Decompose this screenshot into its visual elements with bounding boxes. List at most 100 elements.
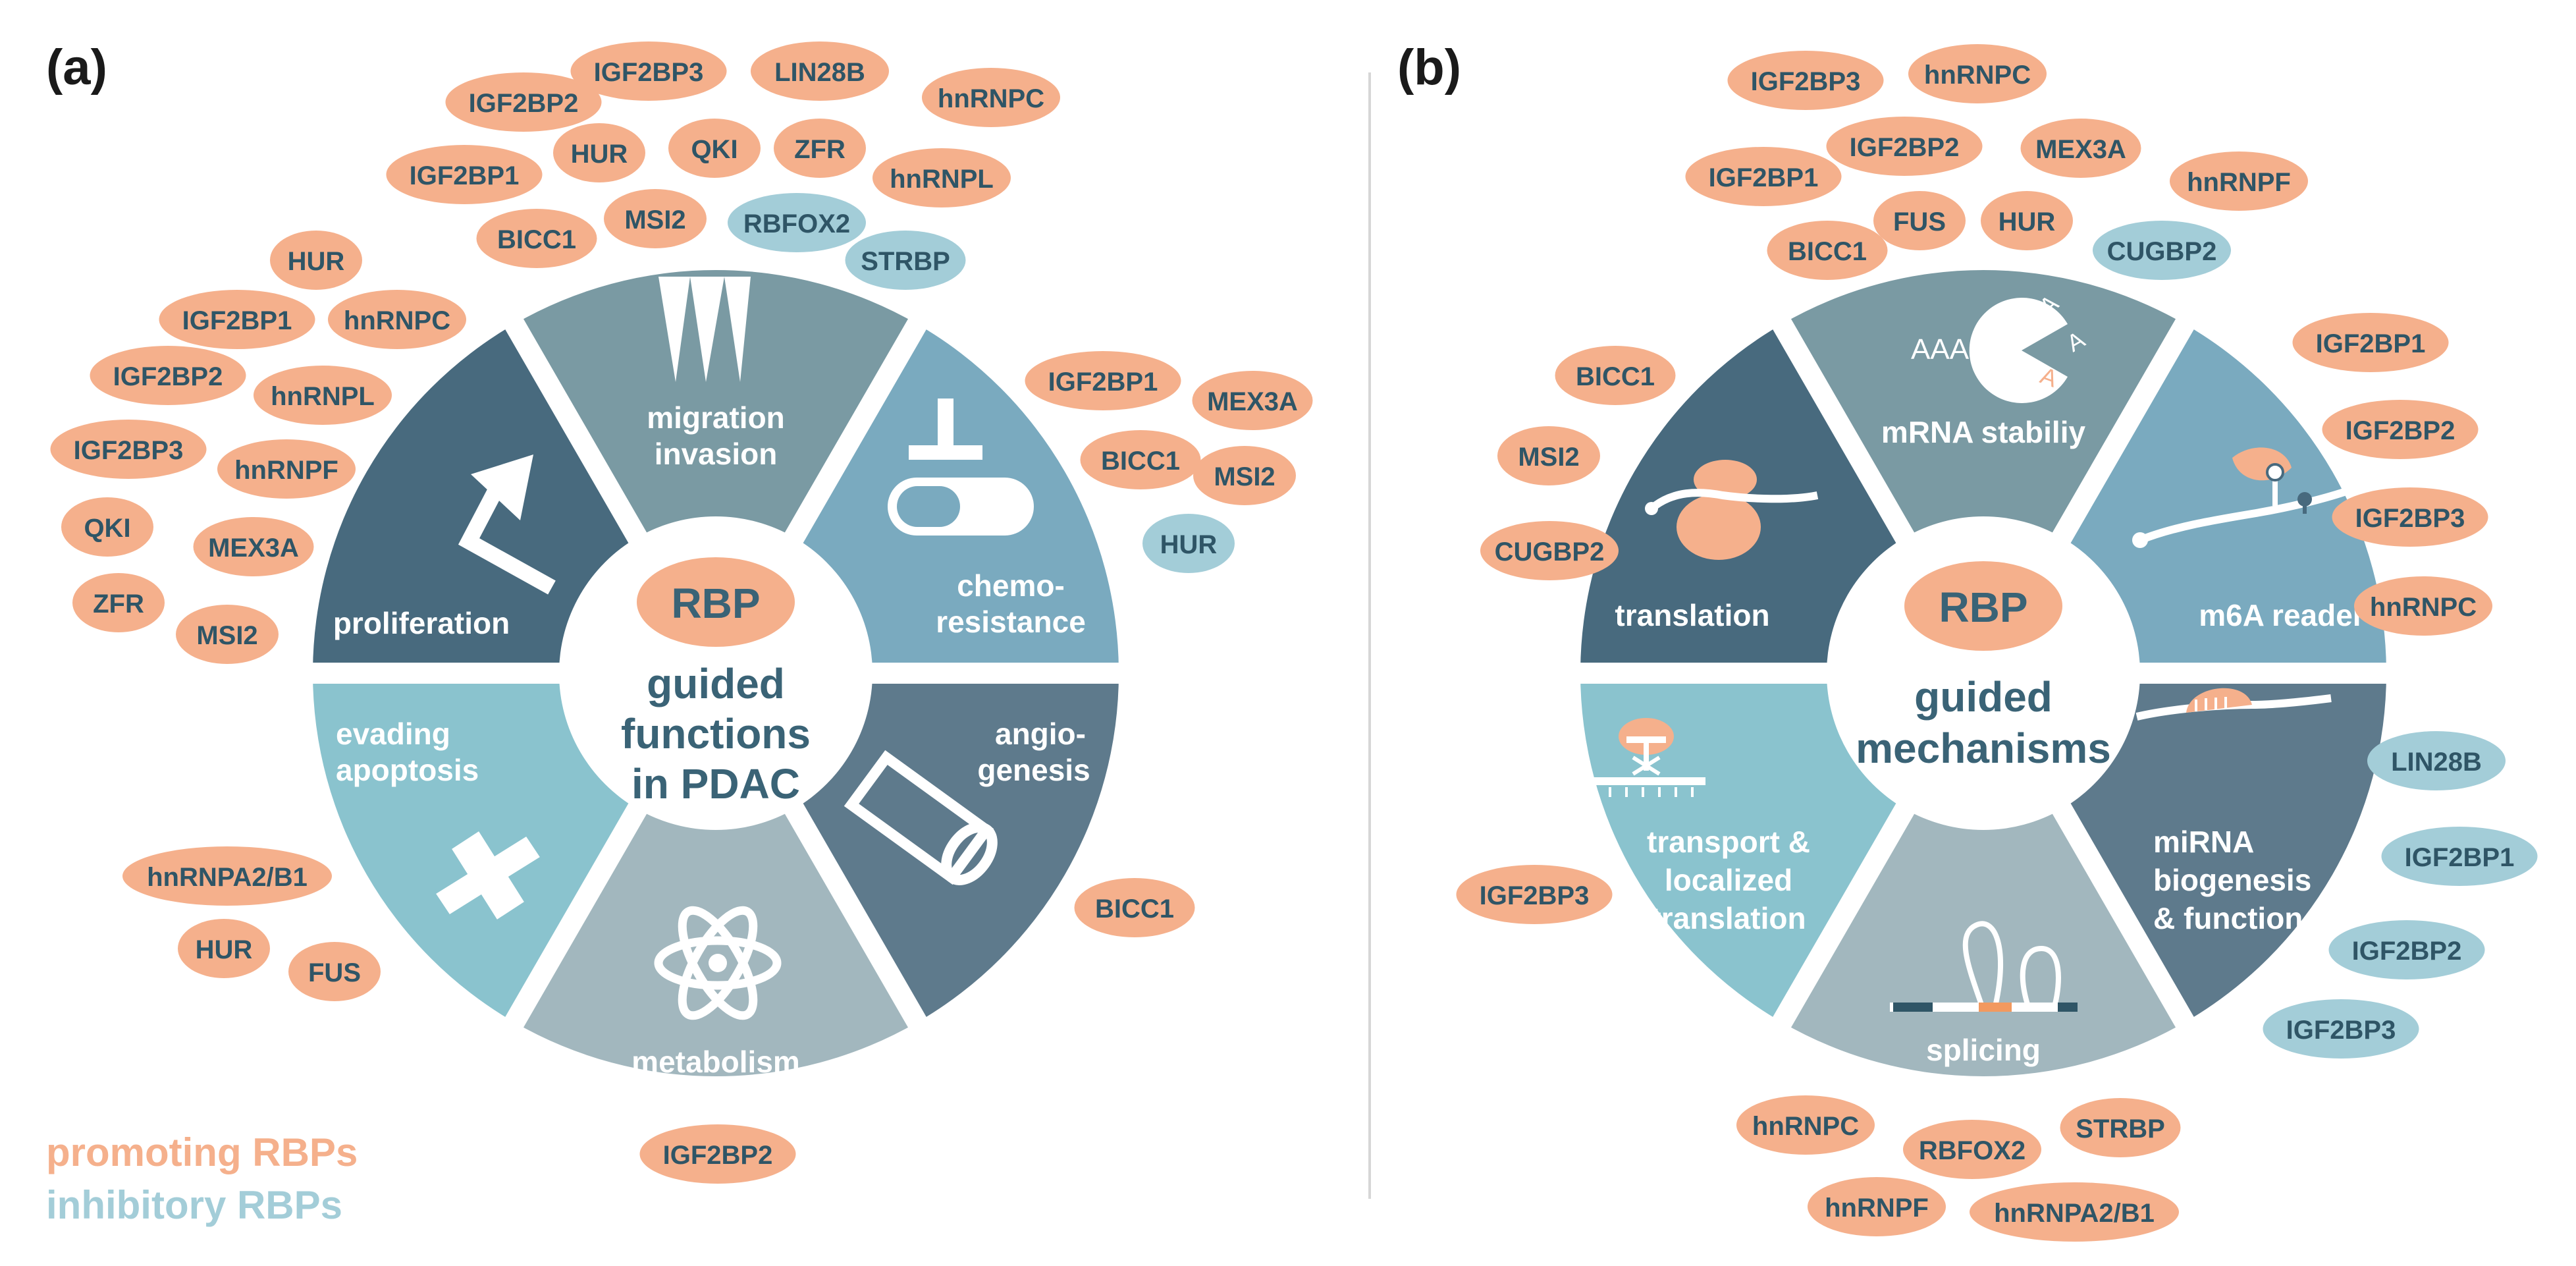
seg-label-mirna-2: biogenesis xyxy=(2153,863,2311,897)
rbp-label: hnRNPC xyxy=(1752,1112,1859,1141)
rbp-blob-shape xyxy=(254,366,392,425)
rbp-blob-shape xyxy=(193,517,314,576)
rbp-label: hnRNPA2/B1 xyxy=(147,863,308,892)
seg-label-evading-1: evading xyxy=(336,717,450,751)
pacman-icon xyxy=(1969,298,2068,403)
seg-label-chemo-2: resistance xyxy=(936,605,1086,639)
center-b: RBP guided mechanisms xyxy=(1856,561,2111,772)
rbp-blob-shape xyxy=(2354,576,2492,636)
rbp-label: QKI xyxy=(84,514,130,543)
rbp-blob-promoting: FUS xyxy=(288,942,381,1001)
rbp-label: IGF2BP2 xyxy=(1850,133,1960,162)
rbp-blob-promoting: HUR xyxy=(553,123,645,182)
rbp-blob-promoting: BICC1 xyxy=(1080,430,1201,489)
rbp-blob-shape xyxy=(2322,400,2479,459)
rbp-blob-promoting: hnRNPC xyxy=(328,290,466,349)
rbp-blob-shape xyxy=(1767,221,1888,280)
seg-label-evading-2: apoptosis xyxy=(336,753,479,787)
rbp-label: IGF2BP2 xyxy=(113,362,223,391)
seg-label-migration-1: migration xyxy=(647,400,785,435)
rbp-label: RBFOX2 xyxy=(1919,1136,2026,1165)
rbp-label: hnRNPL xyxy=(271,382,375,411)
rbp-blob-shape xyxy=(176,605,279,664)
rbp-blob-shape xyxy=(122,846,332,906)
panel-b-label: (b) xyxy=(1397,40,1461,96)
rbp-blob-inhibitory: CUGBP2 xyxy=(2093,221,2231,280)
seg-label-migration-2: invasion xyxy=(655,437,778,471)
rbp-label: hnRNPA2/B1 xyxy=(1994,1199,2155,1228)
rbp-label: FUS xyxy=(308,958,361,987)
rbp-blob-shape xyxy=(1142,514,1235,573)
rbp-label: IGF2BP3 xyxy=(2286,1016,2396,1045)
rbp-blob-shape xyxy=(1808,1177,1946,1236)
rbp-label: IGF2BP2 xyxy=(2346,416,2455,445)
rbp-label: IGF2BP3 xyxy=(2355,504,2465,533)
rbp-blob-shape xyxy=(751,41,889,101)
rbp-blob-shape xyxy=(386,145,543,204)
rbp-blob-promoting: HUR xyxy=(1981,191,2073,250)
rbp-blob-promoting: hnRNPA2/B1 xyxy=(122,846,332,906)
seg-label-proliferation: proliferation xyxy=(333,606,510,640)
rbp-blob-promoting: IGF2BP2 xyxy=(2322,400,2479,459)
segment-gap xyxy=(1771,800,1916,1031)
rbp-blob-promoting: IGF2BP1 xyxy=(1685,147,1842,206)
rbp-blob-promoting: hnRNPL xyxy=(872,148,1011,207)
rbp-blob-promoting: BICC1 xyxy=(1555,346,1676,405)
center-badge-a-text: RBP xyxy=(671,580,760,627)
rbp-label: hnRNPC xyxy=(2370,593,2477,622)
rbp-blob-promoting: MEX3A xyxy=(193,517,314,576)
transport-icon xyxy=(1587,718,1705,797)
rbp-blob-shape xyxy=(1025,351,1181,410)
center-a: RBP guided functions in PDAC xyxy=(621,557,811,808)
seg-label-mirna-1: miRNA xyxy=(2153,825,2254,859)
rbp-blob-shape xyxy=(270,231,362,290)
rbp-blob-shape xyxy=(2367,731,2506,790)
center-a-line2: functions xyxy=(621,710,811,757)
rbp-blob-shape xyxy=(845,231,966,290)
rbp-blob-shape xyxy=(2292,313,2449,372)
segment-gap xyxy=(1771,316,1916,546)
rbp-blob-shape xyxy=(1873,191,1966,250)
rbp-label: hnRNPC xyxy=(344,306,450,335)
seg-label-angio-1: angio- xyxy=(995,717,1086,751)
rbp-label: IGF2BP1 xyxy=(2405,843,2515,872)
rbp-label: MEX3A xyxy=(2035,135,2126,164)
seg-label-angio-2: genesis xyxy=(977,753,1090,787)
atom-icon xyxy=(654,906,782,1020)
seg-label-transport-3: translation xyxy=(1651,901,1806,935)
rbp-blob-promoting: IGF2BP2 xyxy=(639,1124,796,1184)
segment-gap xyxy=(2051,316,2196,546)
tube-icon xyxy=(844,750,998,885)
rbp-label: ZFR xyxy=(794,135,845,164)
rbp-label: BICC1 xyxy=(1101,447,1180,476)
rbp-label: ZFR xyxy=(93,590,144,619)
rbp-label: IGF2BP2 xyxy=(469,89,579,118)
rbp-blob-promoting: IGF2BP3 xyxy=(50,420,207,479)
center-badge-b xyxy=(1904,561,2062,651)
rbp-blob-promoting: IGF2BP1 xyxy=(2292,313,2449,372)
rbp-blob-promoting: MEX3A xyxy=(2020,119,2141,178)
center-badge-a xyxy=(637,557,795,647)
splicing-icon xyxy=(1890,921,2078,1012)
rbp-label: hnRNPC xyxy=(938,84,1044,113)
rbp-blob-shape xyxy=(1193,446,1296,505)
rbp-blob-shape xyxy=(1736,1095,1875,1155)
rbp-label: HUR xyxy=(571,140,628,169)
rbp-blob-shape xyxy=(1826,117,1983,176)
panel-a-label: (a) xyxy=(46,40,107,96)
rbp-blob-shape xyxy=(72,573,165,632)
rbp-blob-promoting: hnRNPC xyxy=(2354,576,2492,636)
rbp-blob-promoting: BICC1 xyxy=(1767,221,1888,280)
segment-splicing xyxy=(1782,809,2185,1076)
rbp-blob-shape xyxy=(178,919,270,978)
rbp-blob-promoting: HUR xyxy=(270,231,362,290)
rbp-blob-promoting: MSI2 xyxy=(176,605,279,664)
rbp-blob-promoting: IGF2BP2 xyxy=(1826,117,1983,176)
rbp-blob-promoting: hnRNPF xyxy=(217,439,356,499)
rbp-blob-shape xyxy=(1970,1182,2179,1242)
rbp-blob-shape xyxy=(1981,191,2073,250)
rbp-blob-promoting: IGF2BP3 xyxy=(1456,865,1613,924)
rbp-blob-shape xyxy=(445,72,602,132)
